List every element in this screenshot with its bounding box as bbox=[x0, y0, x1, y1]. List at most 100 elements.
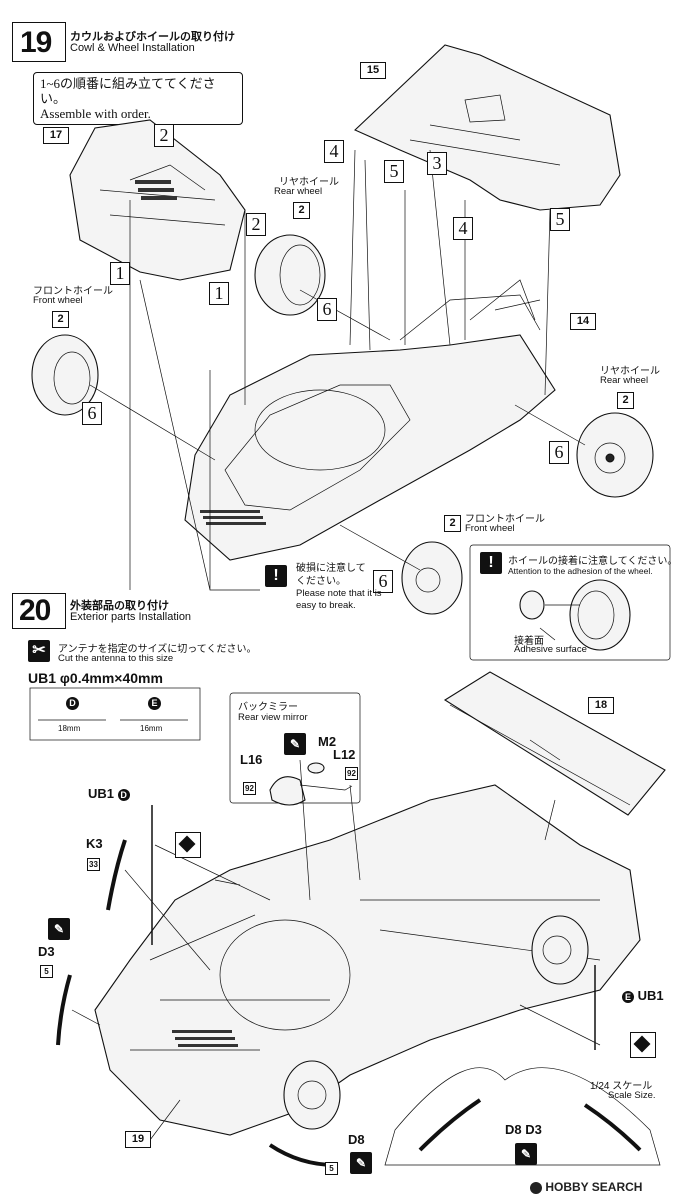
watermark-text: HOBBY SEARCH bbox=[545, 1180, 643, 1194]
e-length: 16mm bbox=[140, 724, 163, 733]
radiator-slats bbox=[200, 510, 266, 525]
part-2-rear-upper: 2 bbox=[293, 202, 310, 219]
rear-wheel-right-jp: リヤホイール bbox=[600, 366, 660, 377]
d8-label: D8 bbox=[348, 1132, 365, 1147]
sprue-92-left: 92 bbox=[243, 782, 256, 795]
glue-icon-d3: ✎ bbox=[48, 918, 70, 940]
seq-2-side: 2 bbox=[246, 213, 266, 236]
ub1e-e-marker: E bbox=[622, 991, 634, 1003]
seq-1-front-center: 1 bbox=[209, 282, 229, 305]
diamond-marker-right bbox=[630, 1032, 656, 1058]
part-2-front-lower: 2 bbox=[444, 515, 461, 532]
rear-wheel-right bbox=[576, 412, 654, 498]
scale-jp: 1/24 スケール bbox=[590, 1081, 653, 1092]
part-17-label: 17 bbox=[43, 127, 69, 144]
assembly-lines bbox=[89, 149, 586, 591]
rear-wing-18 bbox=[443, 671, 666, 816]
seq-6-front-left: 6 bbox=[82, 402, 102, 425]
seq-5-right: 5 bbox=[550, 208, 570, 231]
seq-3: 3 bbox=[427, 152, 447, 175]
seq-2-cowl: 2 bbox=[154, 124, 174, 147]
order-note: 1~6の順番に組み立ててください。 Assemble with order. bbox=[33, 72, 243, 125]
ub1d-d-marker: D bbox=[117, 789, 130, 801]
rear-wheel-upper-en: Rear wheel bbox=[274, 186, 323, 197]
e-marker-text: E bbox=[151, 698, 158, 708]
e-marker: E bbox=[148, 697, 161, 710]
glue-icon-scale: ✎ bbox=[515, 1143, 537, 1165]
step19-title-en: Cowl & Wheel Installation bbox=[70, 42, 195, 54]
step20-title-jp: 外装部品の取り付け bbox=[70, 600, 169, 612]
step19-number: 19 bbox=[20, 26, 52, 59]
d8d3-label: D8 D3 bbox=[505, 1122, 542, 1137]
caution-icon-adhesion: ! bbox=[480, 552, 502, 574]
m2-label: M2 bbox=[318, 734, 337, 749]
cowl-vents bbox=[135, 180, 177, 200]
antenna-en: Cut the antenna to this size bbox=[58, 653, 174, 664]
watermark: HOBBY SEARCH bbox=[530, 1180, 642, 1194]
break-note-en: Please note that it is easy to break. bbox=[296, 588, 382, 611]
scale-en: Scale Size. bbox=[608, 1090, 656, 1101]
d-length: 18mm bbox=[58, 724, 81, 733]
rear-wheel-right-en: Rear wheel bbox=[600, 375, 649, 386]
step19-title-jp: カウルおよびホイールの取り付け bbox=[70, 31, 235, 43]
part-18-label: 18 bbox=[588, 697, 614, 714]
ub1e-label: E UB1 bbox=[622, 988, 664, 1003]
seq-4-upper: 4 bbox=[324, 140, 344, 163]
adhesive-surface-jp: 接着面 bbox=[514, 636, 544, 647]
ub1d-text: UB1 bbox=[88, 786, 115, 801]
k3-label: K3 bbox=[86, 836, 103, 851]
step19-header: 19 bbox=[12, 22, 66, 62]
ub1-spec: UB1 φ0.4mm×40mm bbox=[28, 670, 163, 686]
adhesive-surface-en: Adhesive surface bbox=[514, 644, 587, 655]
d-marker: D bbox=[66, 697, 79, 710]
d-marker-text: D bbox=[69, 698, 76, 708]
seq-4-right: 4 bbox=[453, 217, 473, 240]
sprue-5-left: 5 bbox=[40, 965, 53, 978]
seq-1-front-left: 1 bbox=[110, 262, 130, 285]
mirror-jp: バックミラー bbox=[238, 702, 298, 713]
front-wheel-lower-jp: フロントホイール bbox=[465, 514, 545, 525]
break-note-jp: 破損に注意して ください。 bbox=[296, 563, 366, 587]
step20-number: 20 bbox=[19, 594, 51, 627]
glue-icon: ✎ bbox=[284, 733, 306, 755]
sprue-33: 33 bbox=[87, 858, 100, 871]
seq-5-upper: 5 bbox=[384, 160, 404, 183]
l12-label: L12 bbox=[333, 747, 356, 762]
car-body bbox=[94, 784, 641, 1136]
seq-6-front-lower: 6 bbox=[373, 570, 393, 593]
front-wheel-left-jp: フロントホイール bbox=[33, 286, 113, 297]
seq-6-rear-right: 6 bbox=[549, 441, 569, 464]
caution-icon: ! bbox=[265, 565, 287, 587]
front-wheel-left-en: Front wheel bbox=[33, 295, 83, 306]
part-14-label: 14 bbox=[570, 313, 596, 330]
seq-6-rear-upper: 6 bbox=[317, 298, 337, 321]
rear-cowl-15 bbox=[354, 44, 621, 211]
watermark-icon bbox=[530, 1181, 542, 1194]
adhesion-jp: ホイールの接着に注意してください。 bbox=[508, 556, 678, 567]
l16-label: L16 bbox=[240, 752, 263, 767]
glue-icon-d8: ✎ bbox=[350, 1152, 372, 1174]
front-wheel-lower bbox=[401, 541, 463, 615]
order-note-jp: 1~6の順番に組み立ててください。 bbox=[40, 76, 216, 106]
part-2-rear-right: 2 bbox=[617, 392, 634, 409]
d3-label: D3 bbox=[38, 944, 55, 959]
adhesion-en: Attention to the adhesion of the wheel. bbox=[508, 566, 653, 576]
front-wheel-lower-en: Front wheel bbox=[465, 523, 515, 534]
part-15-label: 15 bbox=[360, 62, 386, 79]
ub1e-text: UB1 bbox=[637, 988, 664, 1003]
order-note-en: Assemble with order. bbox=[40, 106, 151, 121]
antenna-jp: アンテナを指定のサイズに切ってください。 bbox=[58, 644, 257, 655]
sprue-5-bottom: 5 bbox=[325, 1162, 338, 1175]
front-wheel-left bbox=[31, 334, 99, 416]
rear-wheel-upper-jp: リヤホイール bbox=[279, 177, 339, 188]
step20-header: 20 bbox=[12, 593, 66, 629]
diamond-marker-left bbox=[175, 832, 201, 858]
cut-icon: ✂ bbox=[28, 640, 50, 662]
part-19-label: 19 bbox=[125, 1131, 151, 1148]
step20-title-en: Exterior parts Installation bbox=[70, 611, 192, 623]
part-2-front-left: 2 bbox=[52, 311, 69, 328]
rear-wheel-upper bbox=[254, 234, 326, 316]
chassis bbox=[184, 334, 556, 561]
mirror-en: Rear view mirror bbox=[238, 712, 308, 723]
